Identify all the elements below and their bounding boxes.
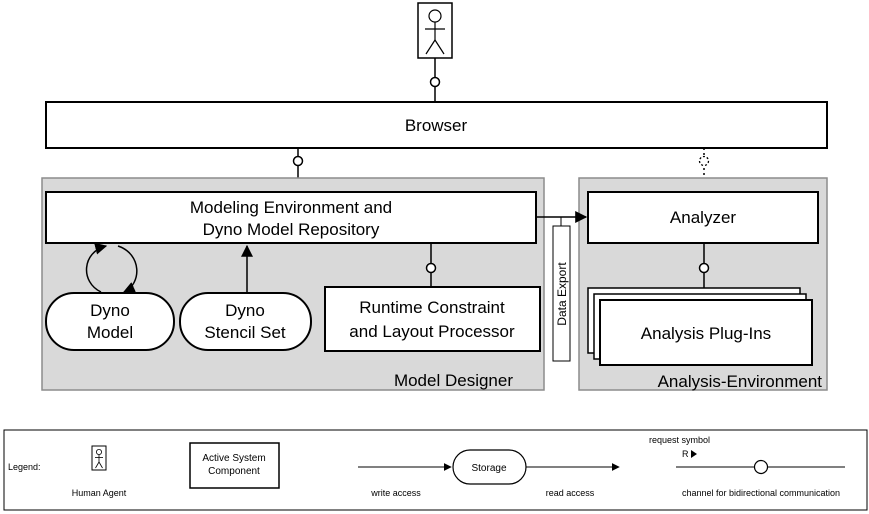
channel-analyzer-plugins [698,243,710,288]
legend-title: Legend: [8,462,41,472]
channel-modeling-runtime [425,243,437,287]
legend-request-symbol-label: request symbol [649,435,710,445]
legend-storage-label: Storage [471,463,506,474]
modeling-environment-label-2: Dyno Model Repository [203,220,380,239]
legend-box [3,429,868,511]
model-designer-label: Model Designer [394,371,513,390]
browser-box [45,101,828,149]
human-agent-icon [417,2,453,59]
runtime-label-1: Runtime Constraint [359,298,505,317]
runtime-constraint-box [324,286,541,352]
legend-channel-circle [753,459,769,475]
legend-active-component-box [189,442,280,489]
legend-human-agent-icon [91,445,107,471]
dyno-model-cycle [85,242,138,294]
data-export-label: Data Export [555,262,569,326]
dyno-stencil-label-2: Stencil Set [204,323,286,342]
dyno-model-storage [45,292,175,351]
runtime-label-2: and Layout Processor [349,322,515,341]
dyno-stencil-set-storage [179,292,312,351]
legend-active-label-2: Component [208,466,260,477]
dyno-model-label-2: Model [87,323,133,342]
dyno-stencil-label-1: Dyno [225,301,265,320]
data-export-channel [536,211,588,226]
legend-read-label: read access [546,488,595,498]
analysis-plugins-label: Analysis Plug-Ins [641,324,771,343]
modeling-environment-label-1: Modeling Environment and [190,198,392,217]
legend-active-label-1: Active System [202,453,265,464]
data-export-flag [552,225,571,362]
legend-channel-label: channel for bidirectional communication [682,488,840,498]
browser-label: Browser [405,116,468,135]
modeling-environment-box [45,191,537,244]
analysis-plugins-stack [587,287,813,366]
legend-write-label: write access [370,488,421,498]
analyzer-label: Analyzer [670,208,736,227]
legend-request-r: R [682,449,689,459]
analysis-environment-label: Analysis-Environment [658,372,823,391]
analyzer-box [587,191,819,244]
channel-human-browser [429,58,441,102]
dyno-model-label-1: Dyno [90,301,130,320]
legend-human-agent-label: Human Agent [72,488,127,498]
legend-request-triangle-icon [691,450,697,458]
